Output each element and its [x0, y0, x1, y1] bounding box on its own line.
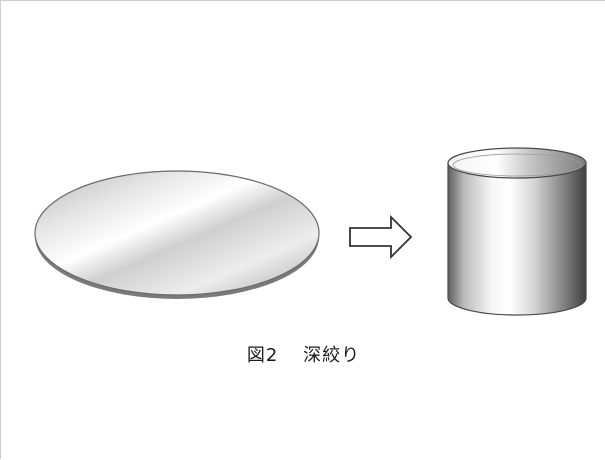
figure-caption: 図2 深絞り: [1, 341, 605, 367]
flat-disc-blank: [34, 170, 320, 299]
figure-title: 深絞り: [303, 345, 361, 366]
right-arrow-icon: [349, 214, 413, 260]
drawn-cylinder-cup: [447, 147, 587, 316]
figure-number: 図2: [246, 345, 279, 366]
